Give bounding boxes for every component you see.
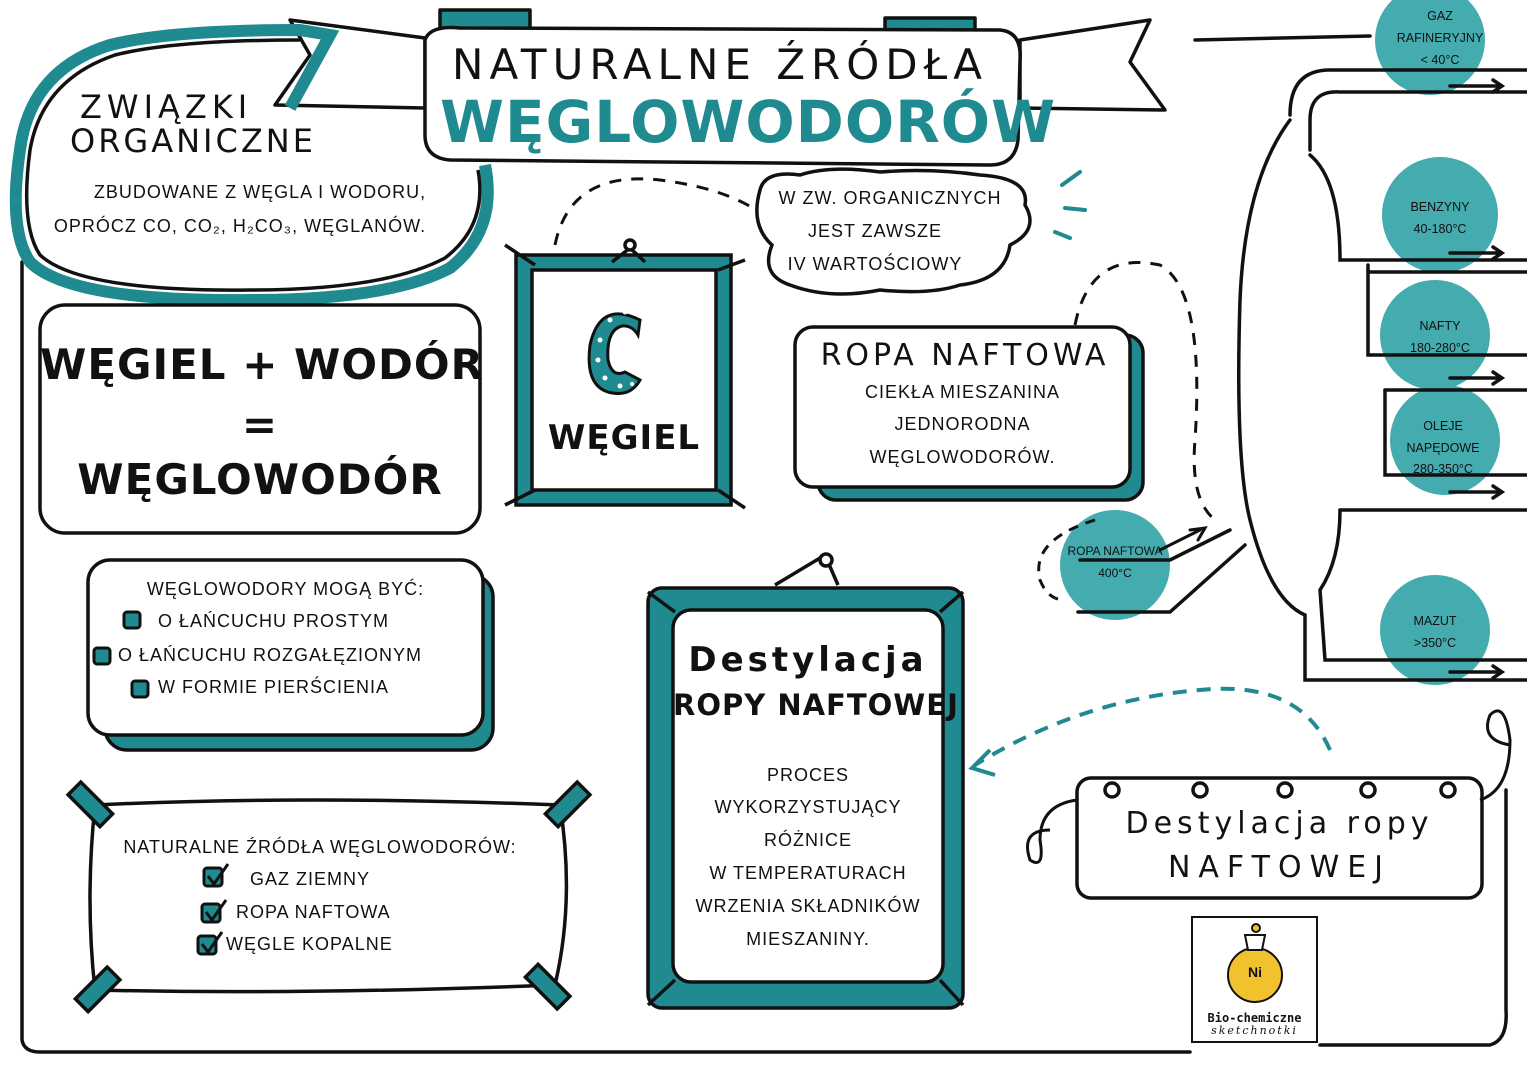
input-name: Ropa naftowa [1067, 544, 1163, 558]
fraction-temp-2: 40-180°C [1413, 222, 1467, 236]
header-line1: Naturalne źródła [452, 40, 988, 89]
logo [1191, 916, 1318, 1043]
organic-desc1: Zbudowane z węgla i wodoru, [93, 182, 427, 202]
sources-title: Naturalne źródła węglowodorów: [123, 837, 517, 857]
page-frame [20, 260, 1192, 1054]
banner-line2: naftowej [1167, 850, 1392, 885]
logo-line1: Bio-chemiczne [1207, 1011, 1302, 1025]
distillation-title1: Destylacja [688, 640, 928, 680]
distillation-line-2: wykorzystujący [714, 797, 902, 817]
distillation-title2: ropy naftowej [673, 688, 959, 722]
sources-item-3: Węgle kopalne [226, 934, 393, 954]
logo-line2: sketchnotki [1211, 1024, 1298, 1037]
organic-title2: Organiczne [70, 122, 316, 160]
organic-bubble [9, 23, 494, 307]
sources-item-2: Ropa naftowa [236, 902, 391, 922]
distillation-line-4: w temperaturach [709, 863, 907, 883]
input-temp: 400°C [1098, 566, 1132, 580]
sources-item-1: Gaz ziemny [250, 869, 371, 889]
distillation-line-5: wrzenia składników [695, 896, 921, 916]
fraction-name-2: Benzyny [1410, 200, 1470, 214]
equation-box [38, 303, 482, 535]
cloud-line-1: W zw. organicznych [778, 188, 1002, 208]
carbon-name: Węgiel [547, 418, 701, 458]
fraction-temp-5: >350°C [1413, 636, 1457, 650]
organic-desc2: oprócz CO, CO₂, H₂CO₃, węglanów. [53, 216, 427, 236]
organic-title1: Związki [80, 88, 253, 126]
distillation-line-1: Proces [766, 765, 850, 785]
equation-line3: Węglowodór [77, 455, 443, 504]
carbon-c-letter [587, 309, 643, 395]
fraction-temp-1: < 40°C [1420, 53, 1460, 67]
cloud-bubble [755, 167, 1032, 296]
ropa-line-3: węglowodorów. [869, 447, 1056, 467]
fraction-temp-3: 180-280°C [1410, 341, 1470, 355]
dashed-arrow-carbon [553, 177, 777, 246]
input-dashed-arrow [1037, 518, 1096, 602]
page-frame-right [1318, 788, 1508, 1047]
fraction-name-3: Nafty [1419, 319, 1461, 333]
equation-line2: = [241, 400, 279, 449]
cloud-line-2: jest zawsze [807, 221, 942, 241]
sources-frame [65, 779, 593, 1015]
banner-line1: Destylacja ropy [1125, 806, 1434, 841]
logo-stamp: Ni [1248, 964, 1262, 980]
distillation-line-3: różnice [764, 830, 852, 850]
ropa-line-2: jednorodna [894, 414, 1031, 434]
ropa-title: Ropa naftowa [820, 338, 1110, 373]
types-bullets [92, 610, 150, 699]
fraction-name-5: Mazut [1413, 614, 1457, 628]
distillation-box [646, 552, 965, 1010]
equation-line1: Węgiel + Wodór [40, 340, 484, 389]
ropa-line-1: Ciekła mieszanina [864, 382, 1061, 402]
fraction-name-1: Gaz rafineryjny [1396, 9, 1484, 45]
types-item-1: o łańcuchu prostym [158, 611, 390, 631]
banner-box [1075, 776, 1484, 900]
ropa-box [793, 325, 1145, 502]
cloud-line-3: IV wartościowy [787, 254, 963, 274]
cloud-accent-marks [1053, 170, 1087, 240]
types-title: Węglowodory mogą być: [146, 579, 425, 599]
types-item-3: w formie pierścienia [158, 677, 390, 697]
column-blobs [1060, 0, 1500, 685]
distillation-column [1076, 68, 1527, 682]
types-box [86, 558, 495, 752]
types-item-2: o łańcuchu rozgałęzionym [118, 645, 423, 665]
title-ribbon [273, 8, 1167, 167]
distillation-line-6: mieszaniny. [746, 929, 870, 949]
banner-string [1026, 709, 1512, 864]
fraction-name-4: Oleje napędowe [1406, 419, 1480, 455]
header-line2: Węglowodorów [440, 88, 1057, 156]
teal-dashed-arrow [973, 686, 1332, 767]
fraction-temp-4: 280-350°C [1413, 462, 1473, 476]
sources-checks [196, 863, 230, 956]
